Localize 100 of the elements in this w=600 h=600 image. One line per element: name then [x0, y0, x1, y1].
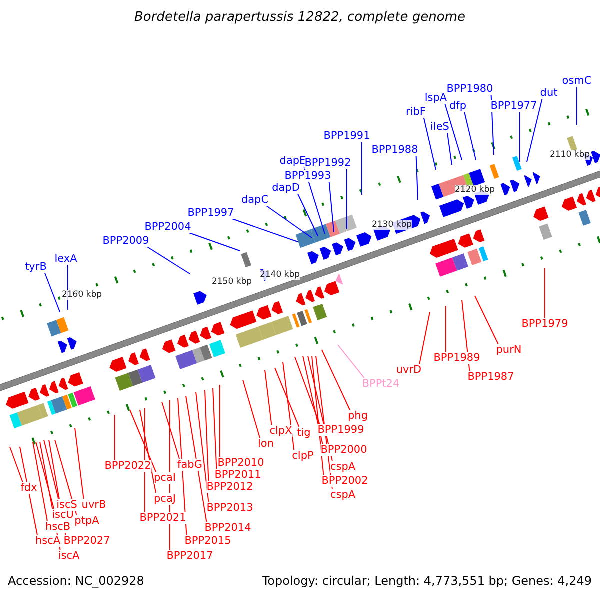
gene-label: BPP1989 [434, 352, 480, 364]
leader-line [74, 428, 84, 500]
gene-label: clpX [270, 425, 292, 437]
scale-label: 2110 kbp [550, 150, 590, 160]
gene-label: dapE [280, 155, 306, 167]
leader-line [338, 344, 365, 378]
gene-label: hscA [35, 535, 61, 547]
leader-line [294, 356, 320, 424]
gene-label: BPPt24 [362, 378, 400, 390]
leader-line [32, 442, 48, 522]
gene-label: osmC [562, 75, 592, 87]
leader-line [416, 156, 418, 200]
gene-label: ribF [406, 106, 426, 118]
footer-text: Topology: circular; Length: 4,773,551 bp; Genes: 4,249 [262, 574, 592, 588]
gene-label: phg [348, 410, 368, 422]
leader-line [526, 98, 543, 162]
gene-label: BPP2010 [218, 457, 264, 469]
leader-line [282, 362, 295, 450]
gene-label: dut [540, 87, 558, 99]
leader-line [54, 440, 78, 516]
leader-line [186, 396, 208, 522]
leader-line [297, 194, 318, 236]
gene-label: BPP2022 [104, 460, 152, 472]
gene-label: BPP1979 [522, 318, 568, 330]
gene-label: dapC [241, 194, 269, 206]
leader-line [130, 410, 156, 472]
gene-label: lspA [424, 92, 448, 104]
scale-label: 2150 kbp [212, 277, 252, 287]
gene-label: BPP2002 [322, 475, 368, 487]
footer-text: Accession: NC_002928 [8, 574, 144, 588]
scale-label: 2140 kbp [260, 270, 300, 280]
leader-line [188, 232, 240, 252]
leader-line [162, 402, 180, 460]
gene-label: BPP2012 [206, 481, 254, 493]
gene-label: BPP2009 [102, 235, 150, 247]
leader-line [196, 392, 210, 502]
leader-line [274, 368, 300, 428]
leader-line [444, 104, 462, 160]
gene-label: dfp [449, 100, 467, 112]
leader-line [446, 132, 452, 166]
leader-line [474, 296, 499, 344]
gene-label: cspA [330, 461, 356, 473]
leader-line [328, 182, 334, 232]
gene-label: BPP2015 [184, 535, 232, 547]
leader-line [144, 408, 146, 512]
gene-label: lexA [54, 253, 78, 265]
gene-label: uvrB [82, 499, 106, 511]
gene-label: uvrD [396, 364, 422, 376]
leader-line [266, 206, 312, 238]
gene-label: hscB [45, 521, 71, 533]
leader-line [10, 446, 24, 482]
gene-label: BPP1980 [446, 83, 494, 95]
leader-line [36, 442, 55, 510]
leader-line [114, 414, 116, 460]
gene-label: BPP1992 [304, 157, 352, 169]
gene-label: BPP1993 [284, 170, 332, 182]
gene-label: tig [297, 427, 311, 439]
leader-line [242, 380, 260, 438]
leader-line [302, 356, 324, 444]
scale-label: 2120 kbp [454, 185, 496, 195]
leader-line [264, 370, 272, 426]
gene-label: cspA [330, 489, 356, 501]
leader-line [212, 388, 218, 470]
title: Bordetella parapertussis 12822, complete genome [134, 10, 466, 25]
gene-label: clpP [292, 450, 314, 462]
leader-line [20, 446, 38, 536]
gene-label: BPP1987 [468, 371, 514, 383]
gene-label: pcaI [154, 472, 176, 484]
gene-label: ptpA [74, 515, 100, 527]
gene-label: tyrB [25, 261, 47, 273]
leader-line [419, 312, 430, 364]
gene-label: fabG [178, 459, 202, 471]
gene-label: BPP2011 [214, 469, 262, 481]
leader-line [146, 246, 190, 274]
gene-label: BPP2021 [140, 512, 186, 524]
leader-line [140, 410, 156, 494]
gene-label: purN [496, 344, 522, 356]
gene-label: BPP2000 [320, 444, 368, 456]
gene-label: BPP2017 [166, 550, 214, 562]
leader-line [464, 112, 476, 160]
gene-label: fdx [20, 482, 38, 494]
gene-label: BPP2014 [204, 522, 252, 534]
leader-line [44, 272, 60, 312]
gene-label: iscS [56, 499, 78, 511]
gene-label: BPP1988 [372, 144, 418, 156]
leader-line [576, 86, 578, 126]
gene-label: BPP1977 [490, 100, 538, 112]
gene-label: lon [258, 438, 274, 450]
gene-label: iscA [58, 550, 80, 562]
gene-label: pcaJ [154, 493, 176, 505]
gene-label: BPP1997 [188, 207, 234, 219]
gene-label: BPP1999 [318, 424, 364, 436]
leader-line [346, 168, 348, 230]
gene-label: BPP1991 [324, 130, 370, 142]
leader-line [423, 118, 436, 170]
leader-line [204, 390, 210, 482]
scale-label: 2130 kbp [372, 220, 412, 230]
gene-label: ileS [430, 121, 450, 133]
gene-label: BPP2013 [206, 502, 254, 514]
leader-line [44, 440, 60, 500]
